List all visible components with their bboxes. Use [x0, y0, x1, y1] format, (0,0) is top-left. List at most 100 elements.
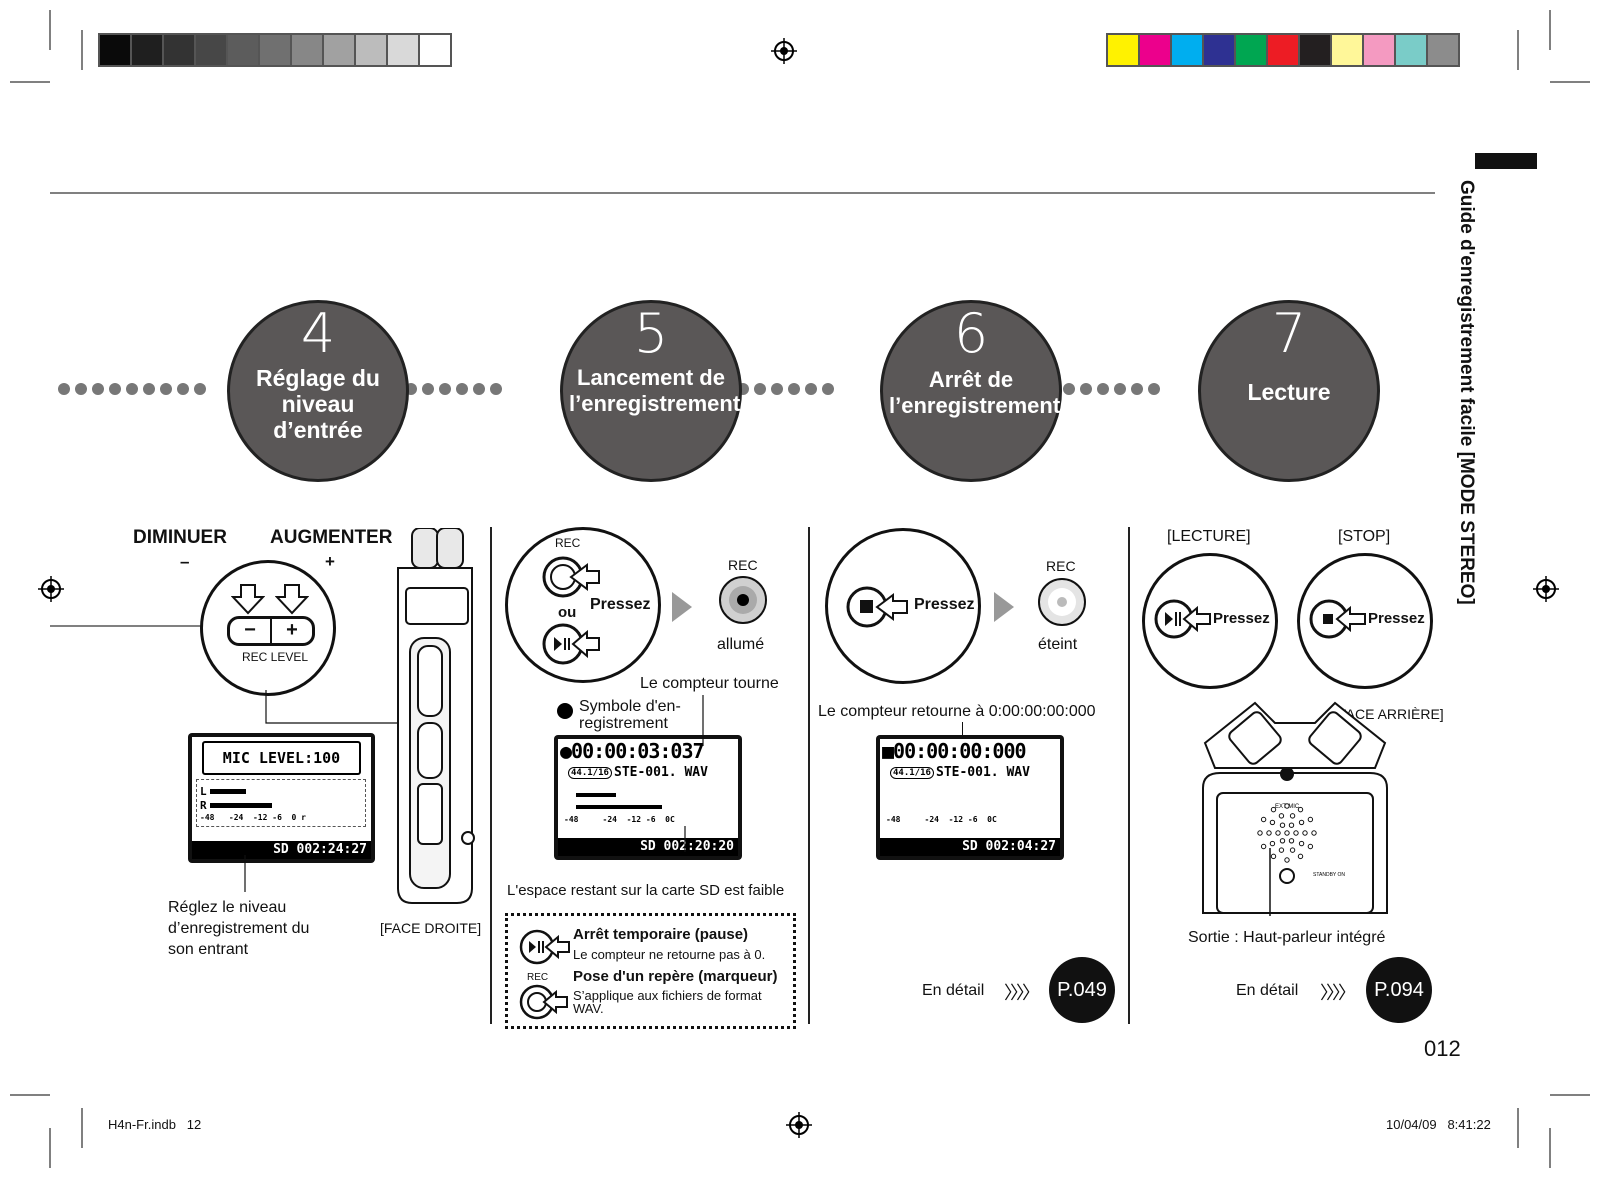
connector-dot	[422, 383, 434, 395]
rec-led-on-icon	[719, 576, 767, 624]
step-title: Réglage du niveau d’entrée	[256, 365, 380, 443]
arrow-right-icon	[672, 592, 692, 622]
lcd-meter-area	[196, 779, 366, 827]
color-swatch	[356, 35, 388, 65]
connector-dot	[771, 383, 783, 395]
lcd-filename: STE-001. WAV	[614, 765, 708, 780]
connector-dot	[75, 383, 87, 395]
lcd-counter: ●00:00:03:037	[560, 739, 705, 763]
play-pause-button-icon[interactable]	[1153, 598, 1213, 640]
rec-indicator-label: REC	[728, 557, 758, 573]
color-swatch-bar	[1106, 33, 1460, 67]
step-number: 6	[953, 302, 989, 365]
rec-button-icon	[519, 984, 568, 1020]
speaker-hole	[1288, 838, 1295, 844]
page-ref-badge[interactable]: P.049	[1049, 957, 1115, 1023]
play-pause-button-icon	[519, 929, 570, 965]
rec-button-icon[interactable]	[541, 553, 603, 601]
level-up-button[interactable]: +	[286, 619, 298, 641]
dotted-connector	[58, 383, 206, 399]
connector-dot	[1097, 383, 1109, 395]
connector-dot	[194, 383, 206, 395]
minus-label: –	[180, 552, 190, 571]
en-detail-label: En détail	[922, 982, 985, 999]
color-swatch	[1236, 35, 1268, 65]
color-swatch	[132, 35, 164, 65]
connector-dot	[109, 383, 121, 395]
level-down-button[interactable]: −	[230, 619, 272, 643]
pressez-label: Pressez	[1368, 610, 1425, 627]
step-number: 7	[1271, 302, 1307, 365]
lcd-counter: ■00:00:00:000	[882, 739, 1027, 763]
connector-dot	[1131, 383, 1143, 395]
lcd-meter-bar-r	[576, 805, 662, 809]
lcd-scale: -48 -24 -12 -6 0 r	[200, 813, 306, 822]
speaker-hole	[1260, 816, 1267, 823]
play-pause-button-icon[interactable]	[541, 622, 603, 666]
speaker-hole	[1298, 840, 1305, 847]
page-ref-badge[interactable]: P.094	[1366, 957, 1432, 1023]
augmenter-label: AUGMENTER	[270, 527, 393, 548]
step5-button-zoom	[505, 527, 661, 683]
speaker-hole	[1302, 830, 1308, 836]
allume-label: allumé	[717, 636, 765, 653]
face-droite-label: [FACE DROITE]	[380, 920, 482, 936]
connector-dot	[473, 383, 485, 395]
pressez-label: Pressez	[590, 596, 651, 613]
connector-dot	[805, 383, 817, 395]
step-number: 5	[633, 302, 669, 365]
lcd-scale: -48 -24 -12 -6 0C	[564, 815, 675, 824]
color-swatch	[228, 35, 260, 65]
marker-rec-label: REC	[527, 972, 549, 983]
chevrons-icon: 〉〉〉〉	[1004, 983, 1040, 1003]
color-swatch	[196, 35, 228, 65]
sortie-label: Sortie : Haut-parleur intégré	[1188, 929, 1386, 946]
color-swatch	[324, 35, 356, 65]
color-swatch	[388, 35, 420, 65]
ou-label: ou	[558, 604, 577, 621]
espace-restant-label: L'espace restant sur la carte SD est fai…	[507, 882, 785, 899]
column-divider	[490, 527, 492, 1024]
speaker-hole	[1298, 819, 1305, 826]
speaker-hole	[1284, 857, 1290, 863]
symbole-label: Symbole d'en-registrement	[579, 698, 681, 732]
pressez-label: Pressez	[914, 596, 975, 613]
en-detail-label: En détail	[1236, 982, 1299, 999]
lcd-remaining-time: SD 002:20:20	[558, 838, 738, 856]
connector-dot	[126, 383, 138, 395]
dotted-connector	[405, 383, 502, 399]
connector-dot	[1080, 383, 1092, 395]
marker-desc: S’applique aux fichiers de format WAV.	[573, 988, 762, 1016]
color-swatch	[1268, 35, 1300, 65]
recorder-back-view: EXT MIC STANDBY ON	[1202, 701, 1388, 916]
color-swatch	[1300, 35, 1332, 65]
color-swatch	[1172, 35, 1204, 65]
stop-button-icon[interactable]	[1308, 598, 1368, 640]
lcd-screen-recording: ●00:00:03:037 44.1/16 STE-001. WAV -48 -…	[554, 735, 742, 860]
chevrons-icon: 〉〉〉〉	[1320, 983, 1356, 1003]
color-swatch	[260, 35, 292, 65]
step-title: Lancement de l’enregistrement	[569, 365, 741, 416]
stop-button-icon[interactable]	[845, 583, 911, 631]
down-arrow-icon	[231, 584, 265, 615]
pause-desc: Le compteur ne retourne pas à 0.	[573, 947, 766, 962]
marker-title: Pose d'un repère (marqueur)	[573, 968, 778, 985]
registration-mark-icon	[786, 1112, 812, 1138]
dotted-connector	[1063, 383, 1160, 399]
lcd-screen-mic-level: MIC LEVEL:100 L R -48 -24 -12 -6 0 r SD …	[188, 733, 375, 863]
color-swatch	[1204, 35, 1236, 65]
recorder-side-view	[397, 528, 475, 904]
step-title: Lecture	[1247, 379, 1331, 405]
diminuer-label: DIMINUER	[133, 527, 227, 548]
rec-symbol-dot	[557, 703, 573, 719]
rec-level-rocker[interactable]: − +	[227, 616, 315, 646]
pause-title: Arrêt temporaire (pause)	[573, 926, 749, 943]
pressez-label: Pressez	[1213, 610, 1270, 627]
leader-lines	[684, 695, 704, 852]
plus-label: +	[325, 552, 335, 571]
speaker-hole	[1289, 813, 1296, 819]
lecture-label: [LECTURE]	[1167, 528, 1251, 545]
rec-led-off-icon	[1038, 578, 1086, 626]
color-swatch	[100, 35, 132, 65]
speaker-hole	[1288, 822, 1295, 828]
